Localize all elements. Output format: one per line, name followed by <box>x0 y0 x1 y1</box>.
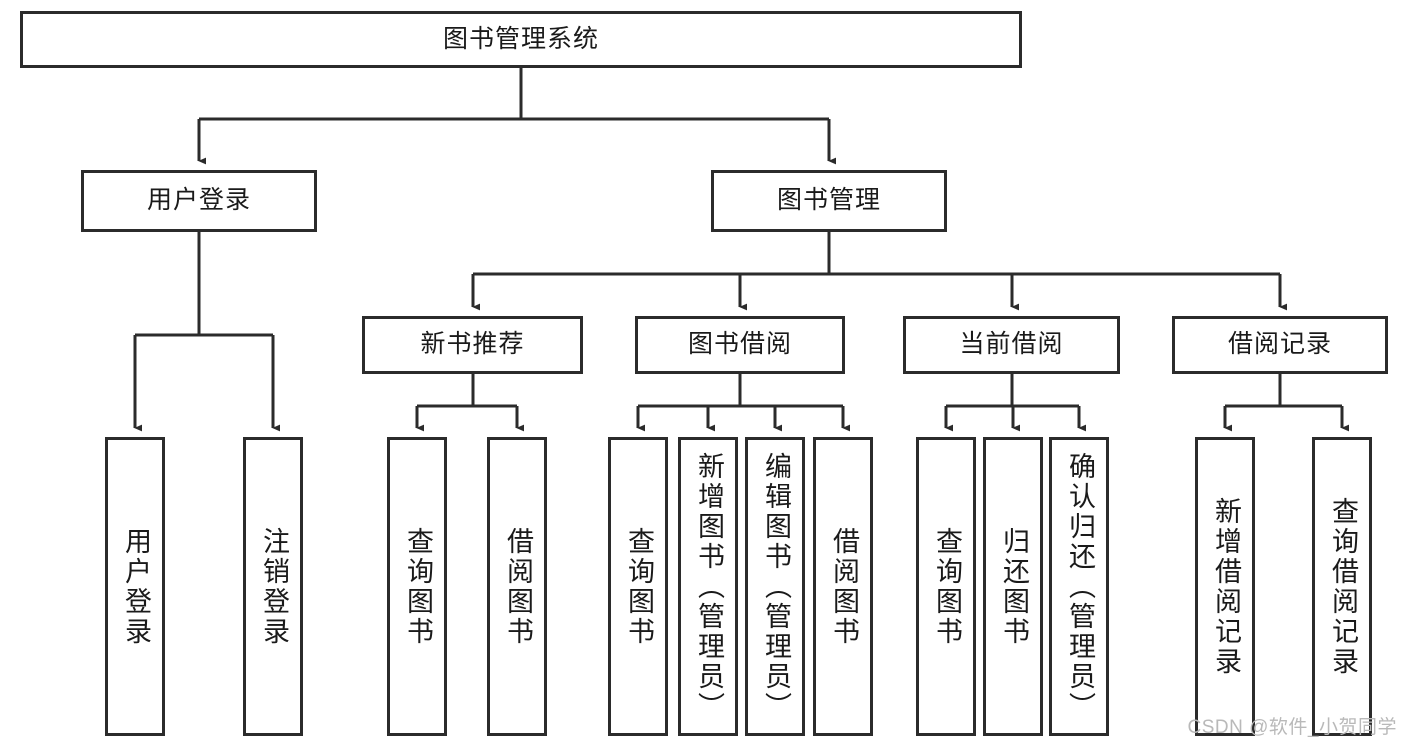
leaf-query-borrow-record-label: 查询借阅记录 <box>1327 496 1358 677</box>
leaf-query-book-1-label: 查询图书 <box>402 526 433 647</box>
csdn-watermark: CSDN @软件_小贺同学 <box>1187 717 1397 738</box>
leaf-return-book[interactable]: 归还图书 <box>983 437 1043 736</box>
node-new-book-recommend[interactable]: 新书推荐 <box>362 316 583 374</box>
leaf-borrow-book-1[interactable]: 借阅图书 <box>487 437 547 736</box>
leaf-query-book-3-label: 查询图书 <box>931 526 962 647</box>
leaf-borrow-book-2-label: 借阅图书 <box>828 526 859 647</box>
node-borrow-record[interactable]: 借阅记录 <box>1172 316 1388 374</box>
leaf-query-borrow-record[interactable]: 查询借阅记录 <box>1312 437 1372 736</box>
leaf-query-book-1[interactable]: 查询图书 <box>387 437 447 736</box>
leaf-edit-book-admin[interactable]: 编辑图书（管理员） <box>745 437 805 736</box>
leaf-user-login-label: 用户登录 <box>120 526 151 647</box>
leaf-borrow-book-2[interactable]: 借阅图书 <box>813 437 873 736</box>
leaf-user-logout[interactable]: 注销登录 <box>243 437 303 736</box>
leaf-edit-book-admin-label: 编辑图书（管理员） <box>760 451 791 722</box>
leaf-query-book-2[interactable]: 查询图书 <box>608 437 668 736</box>
leaf-user-login[interactable]: 用户登录 <box>105 437 165 736</box>
node-current-borrow[interactable]: 当前借阅 <box>903 316 1120 374</box>
leaf-add-book-admin-label: 新增图书（管理员） <box>693 451 724 722</box>
node-root[interactable]: 图书管理系统 <box>20 11 1022 68</box>
leaf-confirm-return-admin[interactable]: 确认归还（管理员） <box>1049 437 1109 736</box>
leaf-add-borrow-record-label: 新增借阅记录 <box>1210 496 1241 677</box>
leaf-user-logout-label: 注销登录 <box>258 526 289 647</box>
leaf-add-borrow-record[interactable]: 新增借阅记录 <box>1195 437 1255 736</box>
leaf-borrow-book-1-label: 借阅图书 <box>502 526 533 647</box>
node-book-borrow[interactable]: 图书借阅 <box>635 316 845 374</box>
leaf-confirm-return-admin-label: 确认归还（管理员） <box>1064 451 1095 722</box>
leaf-add-book-admin[interactable]: 新增图书（管理员） <box>678 437 738 736</box>
leaf-query-book-3[interactable]: 查询图书 <box>916 437 976 736</box>
leaf-query-book-2-label: 查询图书 <box>623 526 654 647</box>
node-user-login[interactable]: 用户登录 <box>81 170 317 232</box>
leaf-return-book-label: 归还图书 <box>998 526 1029 647</box>
node-book-manage[interactable]: 图书管理 <box>711 170 947 232</box>
